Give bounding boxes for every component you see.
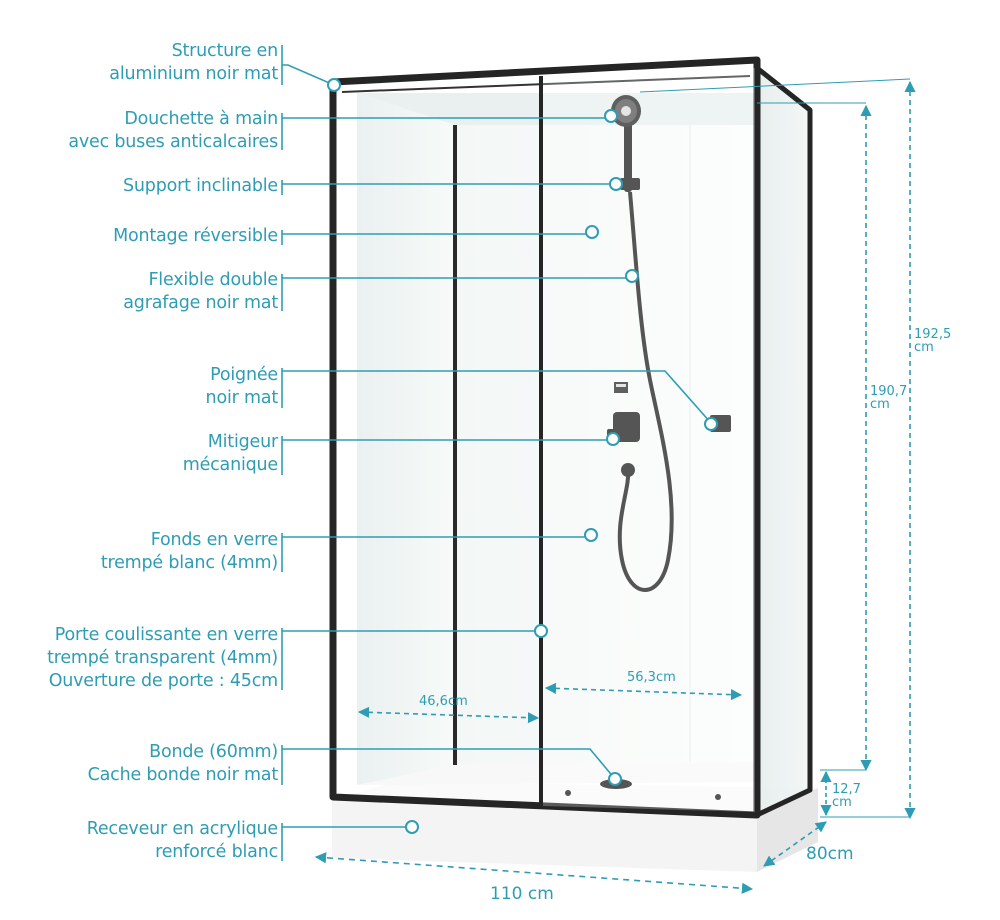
callout-leaders: [281, 45, 712, 861]
callout-support-line-1: Support inclinable: [123, 176, 278, 196]
dim-height-cabin: 190,7 cm: [870, 385, 907, 411]
callout-structure-line-2: aluminium noir mat: [109, 64, 278, 84]
dimension-lines: [314, 78, 916, 894]
callout-fonds-line-1: Fonds en verre: [150, 530, 278, 550]
callout-bonde-line-1: Bonde (60mm): [149, 742, 278, 762]
callout-mitigeur: Mitigeur mécanique: [183, 431, 278, 477]
callout-bonde-line-2: Cache bonde noir mat: [87, 765, 279, 785]
hand-shower-icon: [611, 95, 641, 192]
callout-bonde: Bonde (60mm) Cache bonde noir mat: [87, 741, 279, 787]
dim-depth: 80cm: [806, 844, 854, 864]
dim-height-tray: 12,7 cm: [832, 783, 861, 809]
callout-montage: Montage réversible: [113, 225, 278, 248]
dim-height-tray-unit: cm: [832, 795, 852, 810]
callout-mitigeur-line-1: Mitigeur: [207, 432, 278, 452]
callout-porte-line-3: Ouverture de porte : 45cm: [48, 671, 279, 691]
callout-structure: Structure en aluminium noir mat: [109, 40, 278, 86]
callout-receveur: Receveur en acrylique renforcé blanc: [86, 818, 279, 864]
callout-receveur-line-2: renforcé blanc: [155, 842, 278, 862]
callout-receveur-line-1: Receveur en acrylique: [86, 819, 279, 839]
callout-douchette-line-2: avec buses anticalcaires: [68, 132, 278, 152]
dim-width: 110 cm: [490, 884, 554, 904]
callout-poignee: Poignée noir mat: [205, 364, 279, 410]
callout-mitigeur-line-2: mécanique: [182, 455, 278, 475]
dim-opening-right: 56,3cm: [627, 670, 676, 685]
callout-support: Support inclinable: [123, 175, 278, 198]
dim-opening-left: 46,6cm: [419, 694, 468, 709]
dim-height-total: 192,5 cm: [914, 328, 951, 354]
callout-flexible: Flexible double agrafage noir mat: [123, 269, 278, 315]
callout-fonds: Fonds en verre trempé blanc (4mm): [101, 529, 278, 575]
callout-porte-line-2: trempé transparent (4mm): [47, 648, 278, 668]
callout-douchette: Douchette à main avec buses anticalcaire…: [68, 108, 278, 154]
callout-flexible-line-1: Flexible double: [148, 270, 278, 290]
dim-height-total-value: 192,5: [914, 327, 952, 342]
callout-structure-line-1: Structure en: [171, 41, 279, 61]
callout-porte: Porte coulissante en verre trempé transp…: [47, 624, 278, 693]
callout-douchette-line-1: Douchette à main: [124, 109, 278, 129]
interior-walls: [357, 93, 755, 785]
dim-height-tray-value: 12,7: [832, 782, 861, 797]
dim-height-total-unit: cm: [914, 340, 934, 355]
callout-poignee-line-1: Poignée: [210, 365, 278, 385]
shower-hardware: [565, 95, 721, 800]
callout-flexible-line-2: agrafage noir mat: [123, 293, 278, 313]
callout-dots: [327, 78, 718, 834]
dim-height-cabin-unit: cm: [870, 397, 890, 412]
callout-poignee-line-2: noir mat: [205, 388, 279, 408]
callout-porte-line-1: Porte coulissante en verre: [54, 625, 278, 645]
dim-height-cabin-value: 190,7: [870, 384, 908, 399]
callout-fonds-line-2: trempé blanc (4mm): [100, 553, 278, 573]
callout-montage-line-1: Montage réversible: [113, 226, 278, 246]
aluminium-frame: [329, 56, 761, 819]
